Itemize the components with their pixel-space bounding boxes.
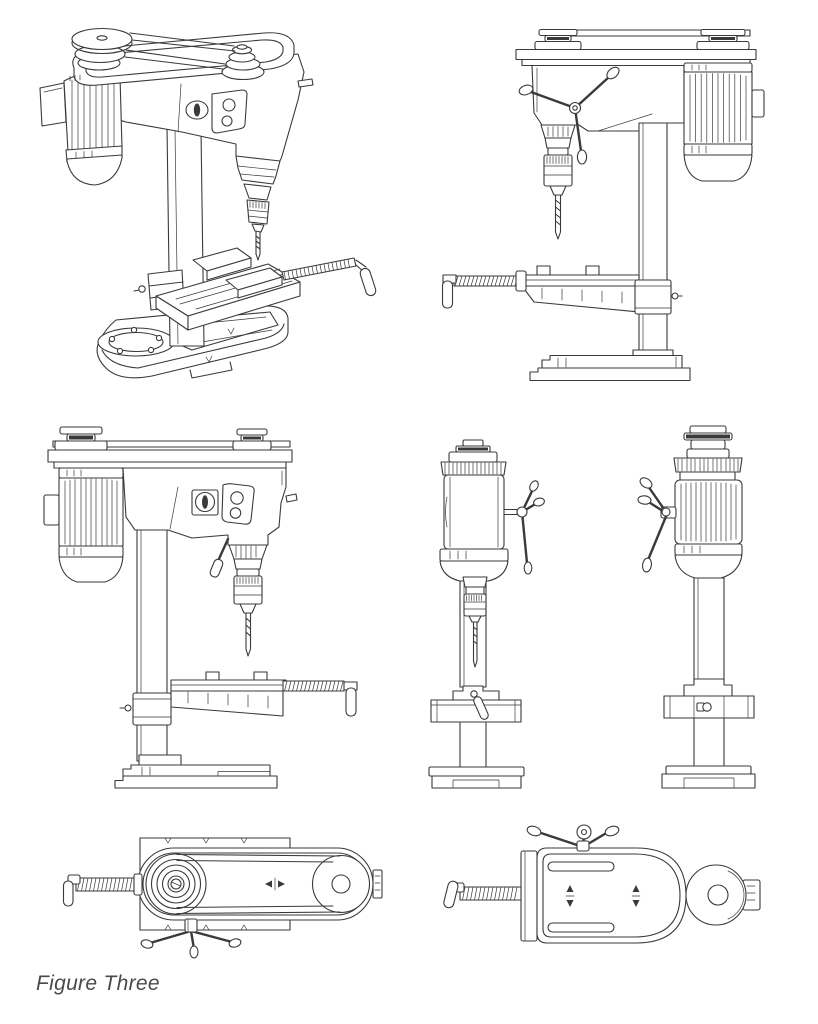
pulleys-and-belt bbox=[145, 853, 371, 915]
lead-screw-crank bbox=[62, 873, 143, 907]
belt bbox=[176, 853, 341, 915]
belt bbox=[124, 32, 236, 70]
top-plate-and-pulleys bbox=[47, 426, 293, 469]
view-rear bbox=[637, 420, 773, 795]
view-bottom bbox=[440, 815, 775, 960]
base bbox=[114, 754, 278, 789]
view-left-side bbox=[40, 425, 390, 795]
base bbox=[529, 349, 691, 382]
motor bbox=[43, 467, 124, 583]
table bbox=[663, 678, 755, 719]
pulleys-and-belt bbox=[71, 27, 265, 81]
view-top bbox=[60, 820, 400, 970]
motor bbox=[39, 72, 123, 186]
table-arm bbox=[119, 671, 358, 726]
chuck-and-bit bbox=[235, 155, 281, 261]
table-and-vise bbox=[133, 247, 377, 331]
view-right-side bbox=[438, 28, 778, 390]
top-plate-and-pulleys bbox=[515, 28, 757, 67]
table bbox=[430, 685, 522, 723]
feed-handwheel bbox=[518, 66, 620, 165]
switch-panel bbox=[185, 78, 314, 134]
view-perspective bbox=[30, 8, 390, 393]
base bbox=[428, 721, 525, 789]
column bbox=[136, 529, 168, 762]
table-arm bbox=[441, 265, 683, 315]
chuck-and-bit bbox=[540, 124, 576, 240]
lead-screw-crank bbox=[443, 880, 522, 909]
base bbox=[661, 717, 756, 789]
feed-handles bbox=[526, 824, 620, 849]
motor bbox=[673, 425, 743, 579]
feed-handles bbox=[140, 918, 242, 959]
chuck-and-bit bbox=[228, 544, 268, 657]
view-front bbox=[420, 435, 550, 800]
motor-end bbox=[685, 864, 761, 926]
figure-caption: Figure Three bbox=[36, 972, 160, 995]
head bbox=[122, 467, 298, 578]
feed-handles bbox=[503, 480, 545, 575]
motor bbox=[683, 62, 765, 182]
column bbox=[693, 577, 725, 683]
feed-handles bbox=[637, 477, 677, 573]
head-casting bbox=[520, 840, 687, 944]
head bbox=[439, 439, 509, 582]
chuck-and-bit bbox=[462, 576, 488, 668]
column bbox=[638, 122, 668, 359]
